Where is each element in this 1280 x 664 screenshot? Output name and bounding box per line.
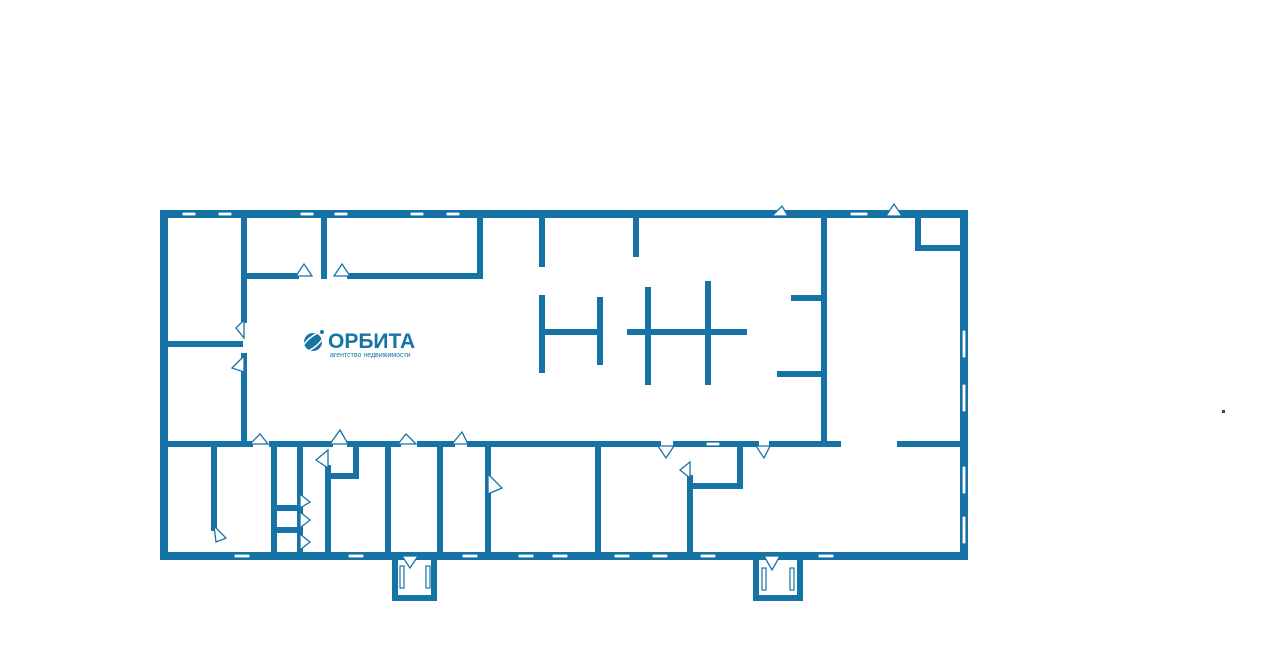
logo-subtitle: агентство недвижимости	[330, 352, 411, 359]
logo-title: ОРБИТА	[328, 330, 415, 353]
vestibule-right	[753, 553, 803, 601]
orbita-logo: ОРБИТА агентство недвижимости	[301, 330, 415, 359]
outer-wall	[160, 210, 968, 560]
orbit-planet-icon	[301, 330, 325, 353]
vestibule-left	[392, 553, 437, 601]
dot-mark	[1222, 410, 1225, 413]
windows	[181, 211, 967, 559]
doors	[213, 202, 904, 572]
interior-walls	[165, 215, 963, 555]
